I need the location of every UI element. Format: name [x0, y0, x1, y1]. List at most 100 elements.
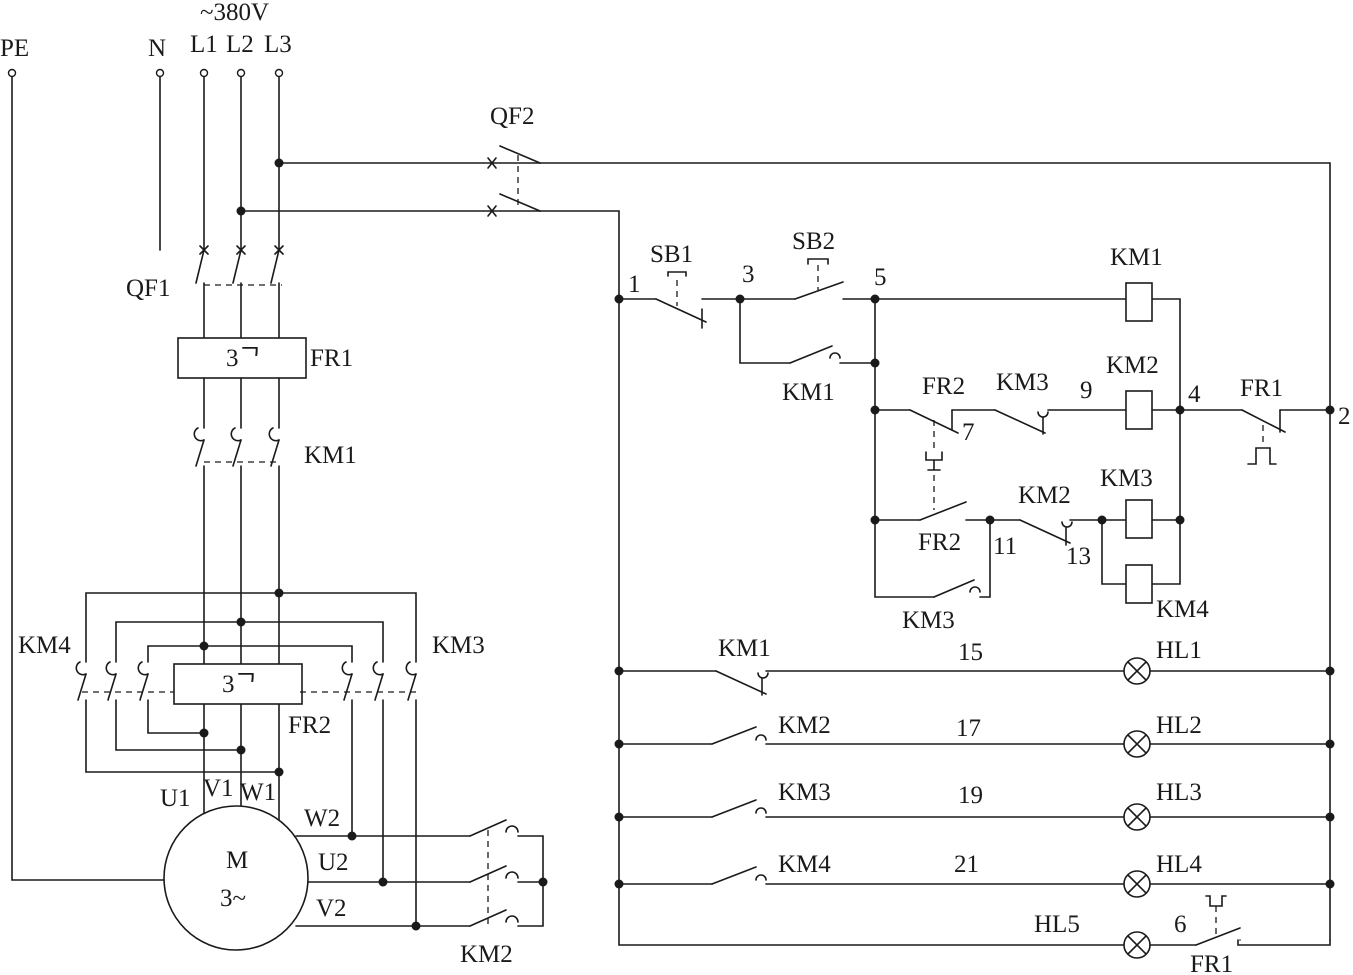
km2-nc-contact: [1019, 519, 1127, 546]
km3-coil: [1125, 499, 1153, 539]
v2-label: V2: [316, 895, 347, 922]
km3-nc-contact: [994, 409, 1127, 435]
u2-junction: [378, 877, 388, 887]
n-terminal: [155, 68, 165, 78]
hl4-km4-label: KM4: [778, 851, 831, 878]
km1-main-label: KM1: [304, 442, 357, 469]
km1-coil: [1125, 282, 1153, 322]
km2-main-label: KM2: [460, 941, 513, 968]
km4-bottom-wires: [85, 699, 280, 773]
fr2-no-contact: [874, 501, 1021, 521]
supply-voltage-label: ~380V: [200, 0, 269, 26]
l1-terminal: [199, 68, 209, 78]
km4-main-label: KM4: [18, 632, 71, 659]
km4-junction-u: [199, 728, 209, 738]
l3-label: L3: [264, 31, 292, 58]
node-11-label: 11: [993, 533, 1017, 560]
fr1-symbol: 3ᄀ: [226, 345, 262, 372]
node-3-label: 3: [742, 261, 755, 288]
km1-holding-contact: [739, 298, 876, 364]
node-2-label: 2: [1338, 403, 1351, 430]
km4-contacts: [75, 661, 176, 701]
fr2-nc-contact: [874, 409, 996, 510]
hl3-return-junction: [1325, 812, 1335, 822]
km3-coil-label: KM3: [1100, 465, 1153, 492]
l2-terminal: [236, 68, 246, 78]
km-loop-middle: [115, 621, 384, 663]
km1-main-contacts: [193, 427, 280, 467]
km3-main-label: KM3: [432, 632, 485, 659]
node-4-label: 4: [1188, 381, 1201, 408]
km2-coil: [1125, 390, 1153, 430]
km2-nc-label: KM2: [1018, 482, 1071, 509]
hl2-km2-label: KM2: [778, 712, 831, 739]
hl5-lamp: [1123, 931, 1151, 959]
node-13-label: 13: [1066, 543, 1091, 570]
km4-coil-wire: [1101, 519, 1181, 585]
sb1-label: SB1: [650, 241, 693, 268]
node-15-label: 15: [958, 639, 983, 666]
km2-star-point: [538, 877, 548, 887]
fr1-no-indicator-contact: [1195, 895, 1331, 946]
km2-no-indicator-contact: [618, 726, 1125, 745]
hl2-label: HL2: [1156, 712, 1202, 739]
km3-aux-label: KM3: [902, 607, 955, 634]
pe-wire: [11, 76, 166, 881]
v2-junction: [411, 921, 421, 931]
v1-label: V1: [203, 775, 234, 802]
hl5-label: HL5: [1034, 911, 1080, 938]
n-label: N: [148, 35, 166, 62]
qf1-label: QF1: [126, 275, 170, 302]
hl2-return-junction: [1325, 739, 1335, 749]
l2-label: L2: [226, 31, 254, 58]
fr2-nc-label: FR2: [922, 373, 965, 400]
pe-terminal: [7, 68, 17, 78]
qf2-l3-out: [539, 162, 1331, 941]
hl1-km1-label: KM1: [718, 635, 771, 662]
node-2-junction: [1325, 405, 1335, 415]
hl4-lamp: [1123, 870, 1151, 898]
motor-phase-label: 3~: [220, 885, 246, 912]
fr2-thermal-relay: [173, 663, 303, 705]
qf2-l2-out: [539, 210, 1125, 946]
km1-coil-wire: [874, 298, 1181, 521]
hl4-return-junction: [1325, 879, 1335, 889]
hl1-lamp: [1123, 657, 1151, 685]
hl1-return-junction: [1325, 666, 1335, 676]
qf1-breaker: [195, 245, 284, 286]
hl1-label: HL1: [1156, 637, 1202, 664]
l3-terminal: [274, 68, 284, 78]
km-loop-outer: [85, 592, 417, 663]
km4-no-indicator-contact: [618, 866, 1125, 885]
hl4-label: HL4: [1156, 851, 1202, 878]
u2-label: U2: [318, 849, 349, 876]
km1-coil-label: KM1: [1110, 244, 1163, 271]
fr1-nc-contact: [1241, 409, 1331, 465]
l1-label: L1: [190, 31, 218, 58]
km2-coil-label: KM2: [1106, 352, 1159, 379]
hl2-lamp: [1123, 730, 1151, 758]
km3-contacts: [300, 661, 420, 701]
km3-nc-label: KM3: [996, 369, 1049, 396]
qf2-label: QF2: [490, 103, 534, 130]
node-5-bus: [874, 298, 935, 598]
fr1-nc-label: FR1: [1240, 375, 1283, 402]
node-9-label: 9: [1080, 377, 1093, 404]
w2-junction: [347, 831, 357, 841]
km2-star-contacts: [469, 819, 544, 927]
hl3-label: HL3: [1156, 779, 1202, 806]
fr2-label: FR2: [288, 712, 331, 739]
sb2-label: SB2: [792, 228, 835, 255]
km-loop-inner: [147, 645, 353, 663]
motor-label: M: [226, 847, 248, 874]
qf2-breaker: [487, 145, 541, 217]
w2-label: W2: [304, 805, 340, 832]
fr1-label: FR1: [310, 345, 353, 372]
node-1-label: 1: [628, 271, 641, 298]
sb2-start-button: [739, 258, 876, 300]
u1-label: U1: [160, 785, 191, 812]
motor: [163, 805, 309, 951]
fr1-thermal-relay: [177, 337, 307, 379]
sb1-stop-button: [618, 271, 741, 329]
